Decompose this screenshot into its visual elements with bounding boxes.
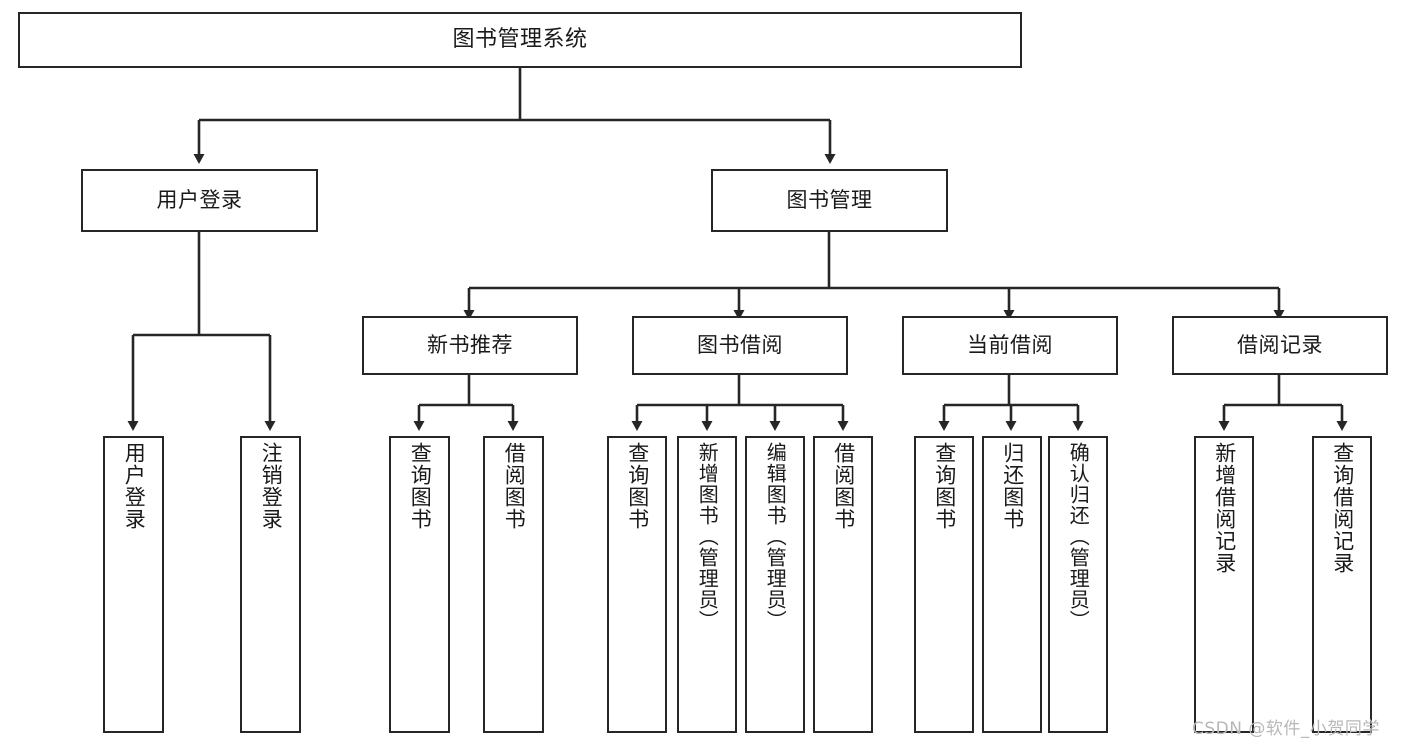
node-book-management[interactable]: 图书管理: [711, 169, 948, 232]
leaf-add-book-label: 新增图书（管理员）: [695, 442, 720, 631]
leaf-return-book[interactable]: 归还图书: [982, 436, 1042, 733]
node-user-login-label: 用户登录: [156, 187, 243, 212]
node-borrow-record-label: 借阅记录: [1237, 332, 1323, 357]
leaf-query-book-1[interactable]: 查询图书: [389, 436, 450, 733]
leaf-borrow-book-1[interactable]: 借阅图书: [483, 436, 544, 733]
leaf-add-record[interactable]: 新增借阅记录: [1194, 436, 1254, 733]
node-borrow-record[interactable]: 借阅记录: [1172, 316, 1388, 375]
leaf-user-logout-label: 注销登录: [259, 442, 284, 530]
leaf-user-login-label: 用户登录: [122, 442, 147, 530]
node-book-management-label: 图书管理: [786, 187, 873, 212]
leaf-add-record-label: 新增借阅记录: [1212, 442, 1237, 574]
node-current-borrow[interactable]: 当前借阅: [902, 316, 1118, 375]
node-root[interactable]: 图书管理系统: [18, 12, 1022, 68]
node-current-borrow-label: 当前借阅: [967, 332, 1053, 357]
leaf-query-book-1-label: 查询图书: [408, 442, 433, 530]
node-new-book-recommend[interactable]: 新书推荐: [362, 316, 578, 375]
leaf-query-book-3[interactable]: 查询图书: [914, 436, 974, 733]
leaf-query-book-3-label: 查询图书: [932, 442, 957, 530]
leaf-borrow-book-2-label: 借阅图书: [831, 442, 856, 530]
leaf-user-logout[interactable]: 注销登录: [240, 436, 301, 733]
leaf-return-book-label: 归还图书: [1000, 442, 1025, 530]
node-root-label: 图书管理系统: [452, 26, 588, 52]
leaf-add-book[interactable]: 新增图书（管理员）: [677, 436, 737, 733]
leaf-query-book-2[interactable]: 查询图书: [607, 436, 667, 733]
node-book-borrow[interactable]: 图书借阅: [632, 316, 848, 375]
csdn-watermark: CSDN @软件_小贺同学: [1192, 719, 1380, 739]
leaf-confirm-return[interactable]: 确认归还（管理员）: [1048, 436, 1108, 733]
leaf-confirm-return-label: 确认归还（管理员）: [1066, 442, 1091, 631]
leaf-borrow-book-2[interactable]: 借阅图书: [813, 436, 873, 733]
leaf-user-login[interactable]: 用户登录: [103, 436, 164, 733]
leaf-borrow-book-1-label: 借阅图书: [502, 442, 527, 530]
leaf-query-record[interactable]: 查询借阅记录: [1312, 436, 1372, 733]
leaf-edit-book-label: 编辑图书（管理员）: [763, 442, 788, 631]
node-user-login[interactable]: 用户登录: [81, 169, 318, 232]
node-book-borrow-label: 图书借阅: [697, 332, 783, 357]
leaf-edit-book[interactable]: 编辑图书（管理员）: [745, 436, 805, 733]
node-new-book-recommend-label: 新书推荐: [427, 332, 513, 357]
leaf-query-book-2-label: 查询图书: [625, 442, 650, 530]
leaf-query-record-label: 查询借阅记录: [1330, 442, 1355, 574]
